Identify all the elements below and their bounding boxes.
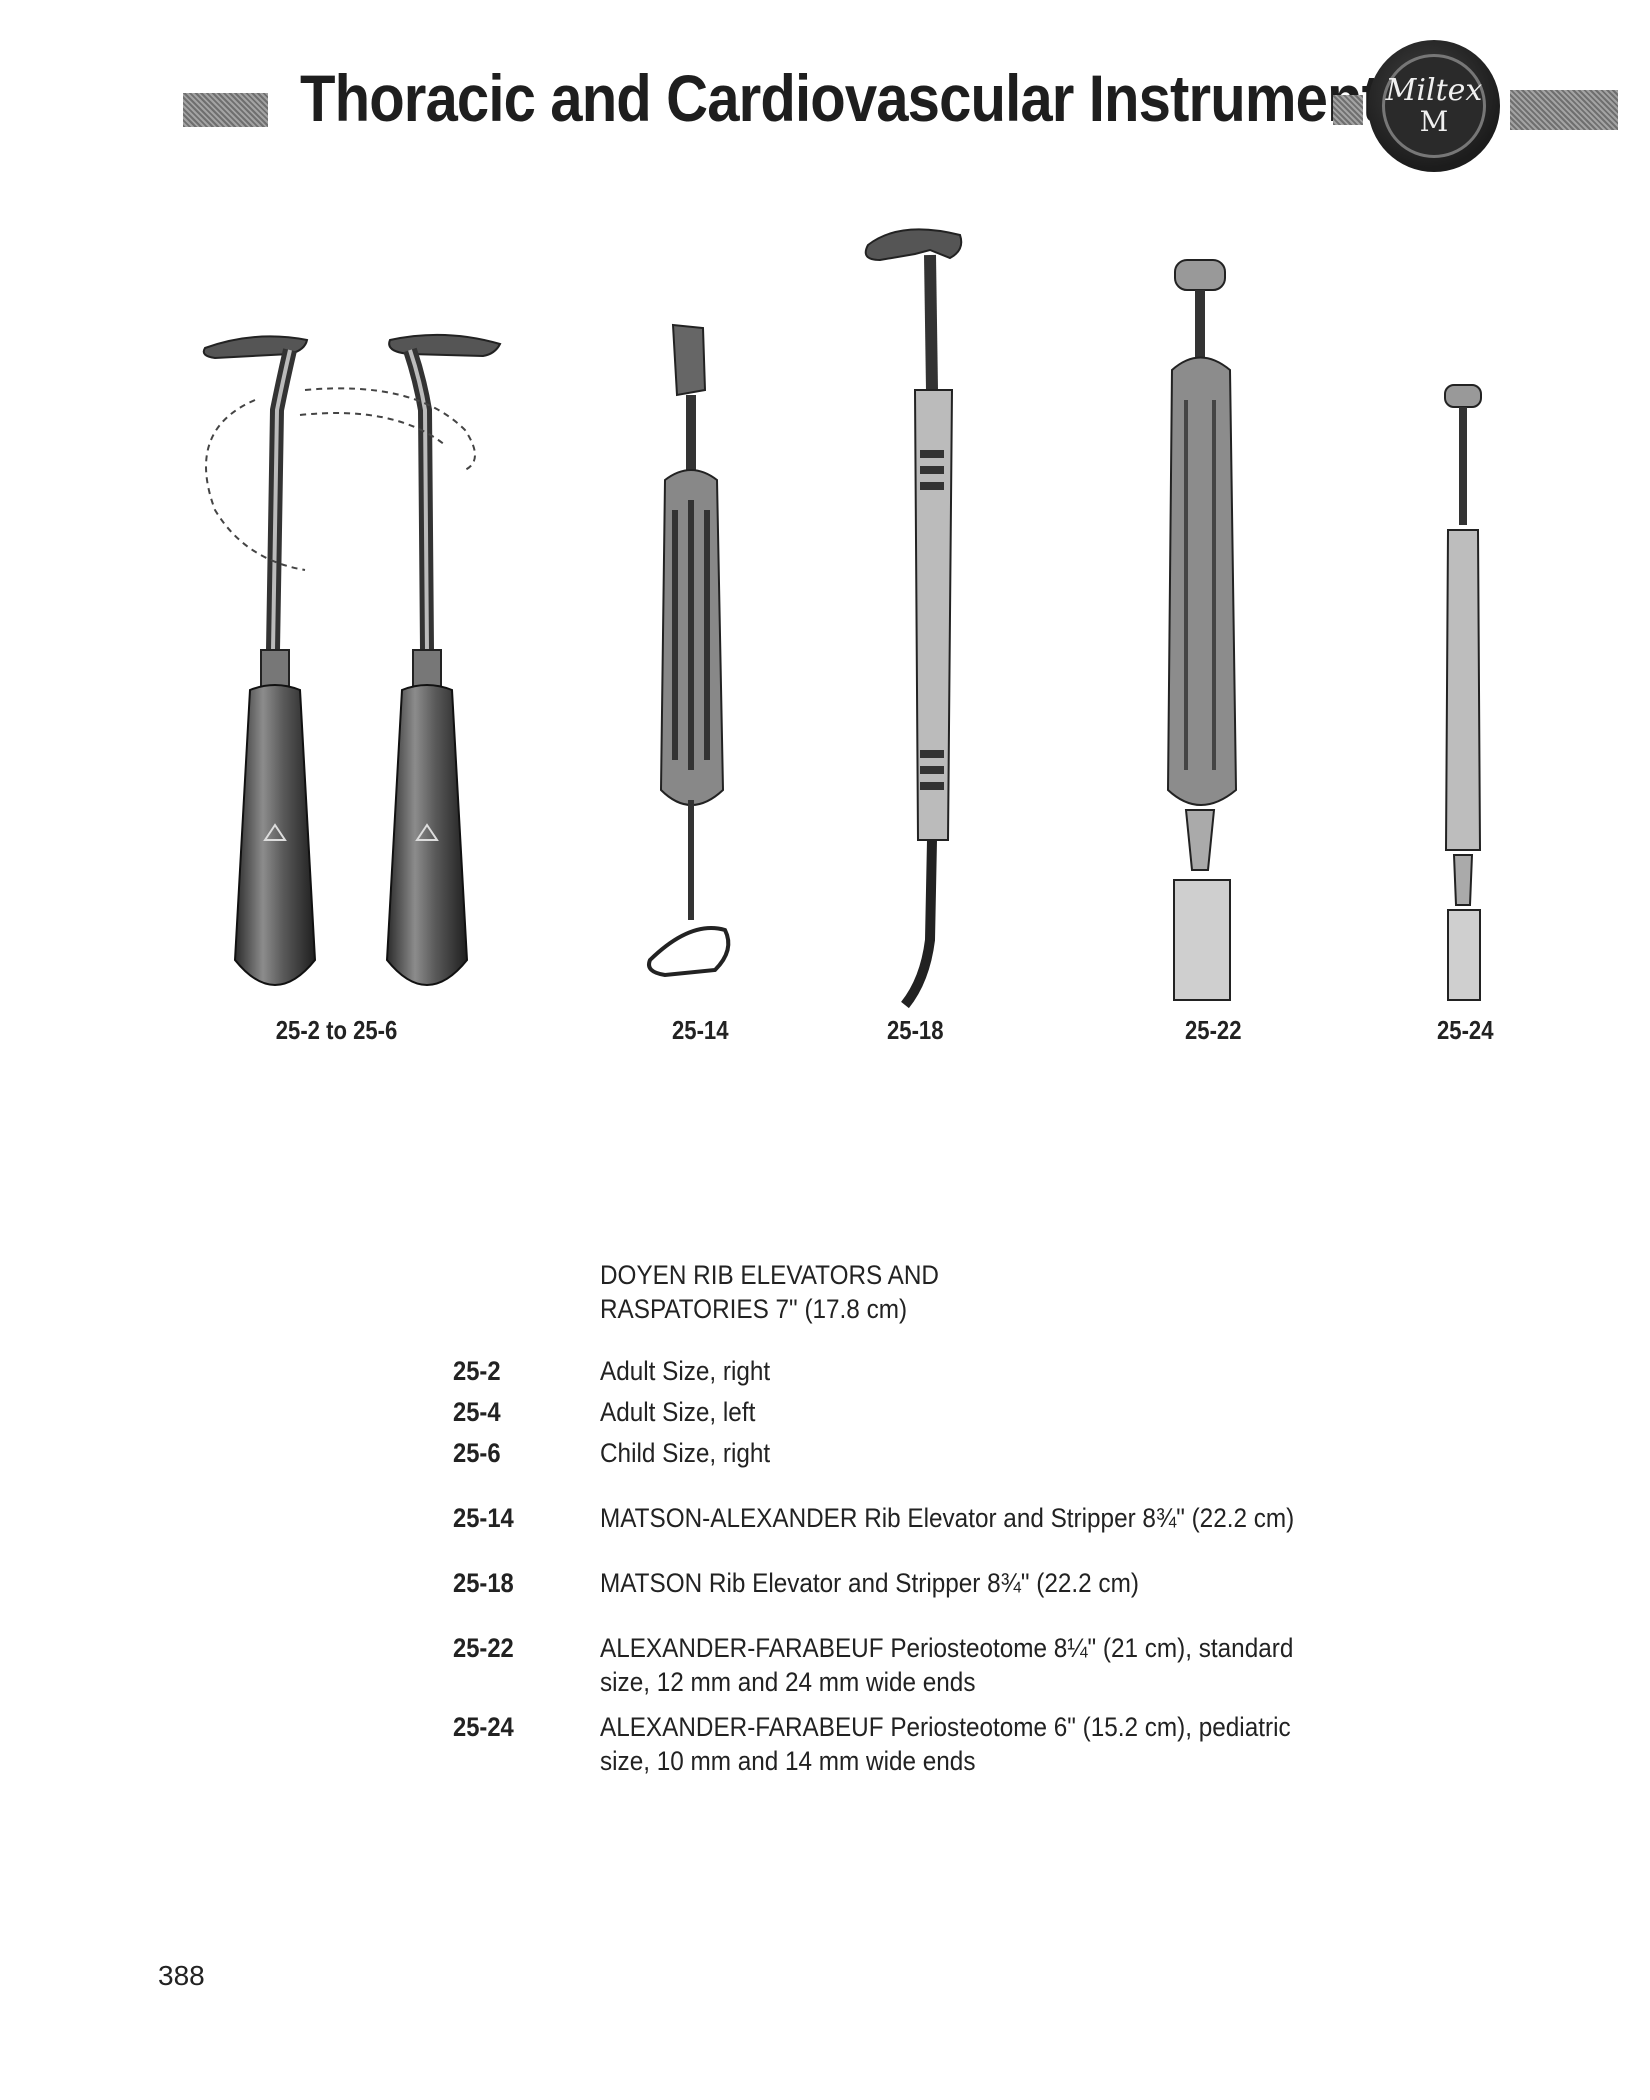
farabeuf-pediatric-drawing bbox=[1444, 384, 1482, 1001]
miltex-logo: Miltex M bbox=[1368, 40, 1500, 172]
item-description: Adult Size, right bbox=[600, 1356, 771, 1386]
figure-label: 25-14 bbox=[671, 1015, 729, 1045]
doyen-elevator-drawing bbox=[202, 333, 502, 986]
header-bar-mid bbox=[1333, 95, 1363, 125]
group-heading-line1: DOYEN RIB ELEVATORS AND bbox=[600, 1260, 939, 1290]
logo-monogram: M bbox=[1419, 105, 1449, 138]
item-code: 25-24 bbox=[453, 1712, 514, 1742]
figure-label: 25-2 to 25-6 bbox=[275, 1015, 398, 1045]
item-description-line: size, 10 mm and 14 mm wide ends bbox=[600, 1746, 976, 1776]
item-description: MATSON Rib Elevator and Stripper 8¾" (22… bbox=[600, 1568, 1139, 1598]
figure-label: 25-24 bbox=[1436, 1015, 1494, 1045]
item-code: 25-6 bbox=[453, 1438, 501, 1468]
item-code: 25-14 bbox=[453, 1503, 514, 1533]
instrument-figures: 25-2 to 25-6 25-14 25-18 bbox=[0, 220, 1650, 1080]
item-description: Adult Size, left bbox=[600, 1397, 756, 1427]
item-description: MATSON-ALEXANDER Rib Elevator and Stripp… bbox=[600, 1503, 1295, 1533]
figure-alexander-farabeuf-pediatric: 25-24 bbox=[1420, 380, 1510, 1045]
group-heading: DOYEN RIB ELEVATORS AND RASPATORIES 7" (… bbox=[600, 1258, 939, 1326]
item-description: ALEXANDER-FARABEUF Periosteotome 8¼" (21… bbox=[600, 1631, 1293, 1699]
farabeuf-standard-drawing bbox=[1166, 259, 1238, 1001]
item-description-line: ALEXANDER-FARABEUF Periosteotome 8¼" (21… bbox=[600, 1633, 1294, 1663]
group-heading-line2: RASPATORIES 7" (17.8 cm) bbox=[600, 1294, 908, 1324]
matson-drawing bbox=[864, 228, 963, 1009]
header-bar-right bbox=[1510, 90, 1618, 130]
item-code: 25-2 bbox=[453, 1356, 501, 1386]
logo-script-text: Miltex bbox=[1385, 73, 1483, 108]
item-description: Child Size, right bbox=[600, 1438, 771, 1468]
figure-alexander-farabeuf-standard: 25-22 bbox=[1150, 250, 1260, 1045]
item-description-line: size, 12 mm and 24 mm wide ends bbox=[600, 1667, 976, 1697]
figure-label: 25-18 bbox=[886, 1015, 944, 1045]
figure-label: 25-22 bbox=[1184, 1015, 1242, 1045]
item-code: 25-22 bbox=[453, 1633, 514, 1663]
item-description: ALEXANDER-FARABEUF Periosteotome 6" (15.… bbox=[600, 1710, 1291, 1778]
page-number: 388 bbox=[158, 1960, 205, 1991]
figure-matson-alexander: 25-14 bbox=[625, 320, 745, 1045]
figure-doyen-rib-elevators: 25-2 to 25-6 bbox=[195, 320, 535, 1045]
figure-matson: 25-18 bbox=[860, 220, 970, 1045]
matson-alexander-drawing bbox=[647, 323, 731, 978]
item-code: 25-18 bbox=[453, 1568, 514, 1598]
page-header: Thoracic and Cardiovascular Instruments … bbox=[0, 40, 1650, 190]
header-bar-left bbox=[183, 93, 268, 127]
page-title: Thoracic and Cardiovascular Instruments bbox=[300, 61, 1412, 135]
miltex-logo-badge: Miltex M bbox=[1382, 54, 1486, 158]
item-description-line: ALEXANDER-FARABEUF Periosteotome 6" (15.… bbox=[600, 1712, 1291, 1742]
item-code: 25-4 bbox=[453, 1397, 501, 1427]
